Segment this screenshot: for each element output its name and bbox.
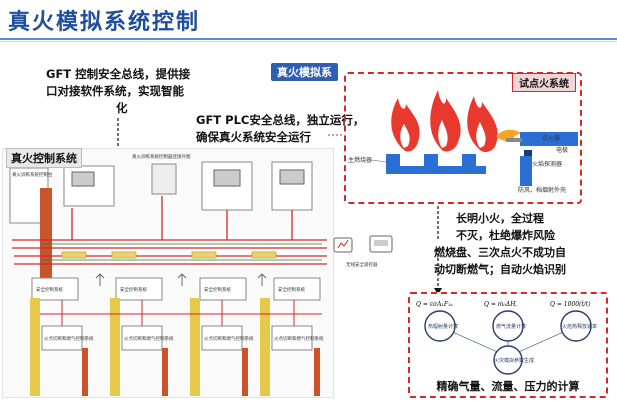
safety-box-1: 安全控制系统 <box>36 286 63 293</box>
title-divider-light <box>0 41 617 42</box>
shell-label: 防风、档烟射外壳 <box>518 186 566 194</box>
safety-box-4: 安全控制系统 <box>278 286 305 293</box>
callout-control-bus: GFT 控制安全总线，提供接 口对接软件系统，实现智能 化 <box>46 66 226 117</box>
burner-label: 主燃烧器 <box>348 156 372 164</box>
calc-circle-3 <box>560 310 592 342</box>
callout-2-line-2: 确保真火系统安全运行 <box>196 130 311 144</box>
gas-box-4: 火点切断和燃气控制系统 <box>274 335 324 342</box>
feature-line-2: 不灭，杜绝爆炸风险 <box>456 229 555 242</box>
formula-3: Q = 1000(ṫ/t) <box>550 301 591 308</box>
calc-circle-4 <box>493 345 523 375</box>
console-pipe <box>40 188 52 288</box>
calc-circle-4-text: 火灾模拟参数生成 <box>494 357 534 364</box>
formula-2: Q = ṁ₀ΔH꜀ <box>484 301 518 308</box>
gas-box-1: 火点切断和燃气控制系统 <box>44 335 94 342</box>
formula-1: Q = εσA₁F₁ₐ <box>416 301 453 308</box>
safety-box-3: 安全控制系统 <box>204 286 231 293</box>
calc-circle-2 <box>492 310 524 342</box>
calc-circle-1-text: 热辐射量计算 <box>428 323 458 330</box>
feature-list: 长明小火，全过程 不灭，杜绝爆炸风险 燃烧盘、三次点火不成功自 动切断燃气；自动… <box>434 210 614 278</box>
title-divider <box>0 38 617 40</box>
fire-connector-arrowhead <box>434 288 442 295</box>
burner-icon <box>386 154 486 174</box>
wireless-remote: 无线安全遥控器 <box>333 235 393 268</box>
callout-1-line-2: 口对接软件系统，实现智能 <box>46 84 184 98</box>
igniter-pipe <box>520 132 578 146</box>
flame-icons <box>391 90 522 152</box>
calc-circle-1 <box>424 310 456 342</box>
igniter-label: 点火器 <box>542 134 560 142</box>
fire-control-system-label: 真火控制系统 <box>6 148 82 168</box>
callout-1-line-3: 化 <box>116 101 128 115</box>
calc-circle-2-text: 燃气流量计算 <box>496 323 526 330</box>
safety-control-row: 安全控制系统 安全控制系统 安全控制系统 安全控制系统 <box>31 277 321 301</box>
calculation-diagram: Q = εσA₁F₁ₐ Q = ṁ₀ΔH꜀ Q = 1000(ṫ/t) 热辐射量… <box>416 301 597 375</box>
sim-system-label: 真火模拟系 <box>271 63 338 81</box>
gas-pipes <box>30 298 270 396</box>
calc-circle-3-text: 火焰热释放速率 <box>562 323 597 330</box>
remote-label: 无线安全遥控器 <box>346 261 378 268</box>
feature-line-1: 长明小火，全过程 <box>456 212 544 225</box>
electrode-label: 电极 <box>556 146 568 154</box>
controller-unit-2 <box>151 163 177 195</box>
console-label: 真火训练系统控制台 <box>12 171 53 178</box>
calculation-caption: 精确气量、流量、压力的计算 <box>436 380 580 393</box>
fire-control-system-diagram: 真火训练系统控制台 真火训练系统控制器连接外图 安全控制系统 安全控制系统 安全… <box>2 148 334 398</box>
top-diagram-label: 真火训练系统控制器连接外图 <box>132 153 191 160</box>
callout-2-line-1: GFT PLC安全总线，独立运行， <box>196 113 365 127</box>
calculation-panel: Q = εσA₁F₁ₐ Q = ṁ₀ΔH꜀ Q = 1000(ṫ/t) 热辐射量… <box>408 292 608 398</box>
gas-box-2: 火点切断和燃气控制系统 <box>124 335 174 342</box>
safety-box-2: 安全控制系统 <box>120 286 147 293</box>
gas-box-3: 火点切断和燃气控制系统 <box>204 335 254 342</box>
feature-line-4: 动切断燃气；自动火焰识别 <box>434 263 566 276</box>
gas-control-row: 火点切断和燃气控制系统 火点切断和燃气控制系统 火点切断和燃气控制系统 火点切断… <box>41 325 324 351</box>
ignition-panel: 主燃烧器 点火器 电极 火焰探测器 防风、档烟射外壳 <box>344 72 582 204</box>
ignition-panel-label: 试点火系统 <box>512 73 576 92</box>
antenna-icons <box>95 273 267 286</box>
page-title: 真火模拟系统控制 <box>8 9 201 35</box>
callout-plc-bus: GFT PLC安全总线，独立运行， 确保真火系统安全运行 <box>196 112 396 146</box>
feature-line-3: 燃烧盘、三次点火不成功自 <box>434 246 566 259</box>
controller-unit-4 <box>271 161 313 211</box>
ignition-diagram: 主燃烧器 点火器 电极 火焰探测器 防风、档烟射外壳 <box>348 90 578 194</box>
callout-1-line-1: GFT 控制安全总线，提供接 <box>46 67 191 81</box>
detector-label: 火焰探测器 <box>532 160 562 168</box>
